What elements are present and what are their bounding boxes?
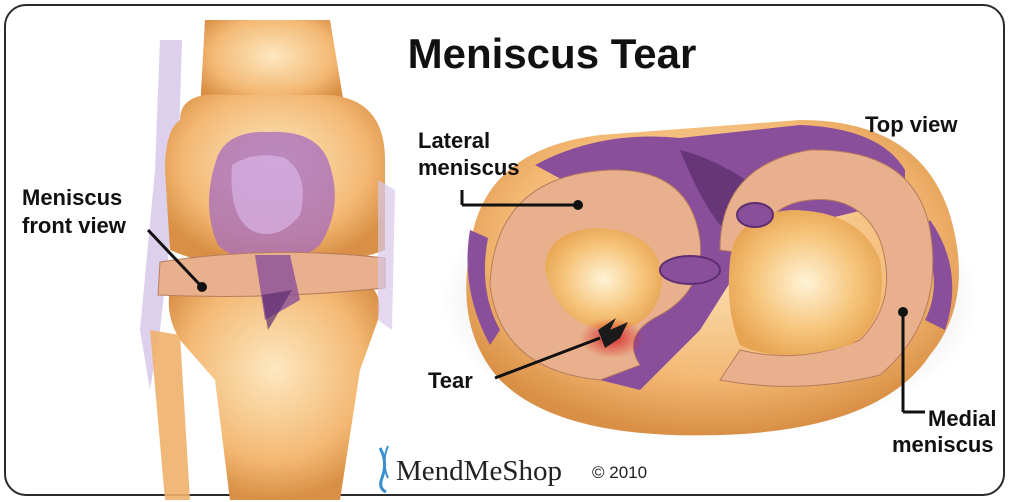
tear-label: Tear [428, 368, 473, 393]
front-view-label-line1: Meniscus [22, 185, 122, 210]
lateral-label-line2: meniscus [418, 155, 520, 180]
fibula [150, 330, 190, 500]
brand-name: MendMeShop [396, 455, 562, 487]
medial-plateau [729, 210, 882, 355]
front-view-knee [140, 20, 395, 500]
cruciate-knob [660, 256, 720, 284]
top-view-knee [440, 120, 980, 440]
lateral-label-line1: Lateral [418, 128, 490, 153]
lateral-pointer-dot [573, 200, 583, 210]
medial-label-line2: meniscus [892, 432, 994, 457]
brand-watermark: MendMeShop © 2010 [380, 446, 647, 492]
page-title: Meniscus Tear [408, 30, 697, 77]
copyright-text: © 2010 [592, 463, 647, 482]
front-view-label-line2: front view [22, 213, 127, 238]
medial-label-line1: Medial [928, 406, 996, 431]
top-view-label: Top view [865, 112, 958, 137]
